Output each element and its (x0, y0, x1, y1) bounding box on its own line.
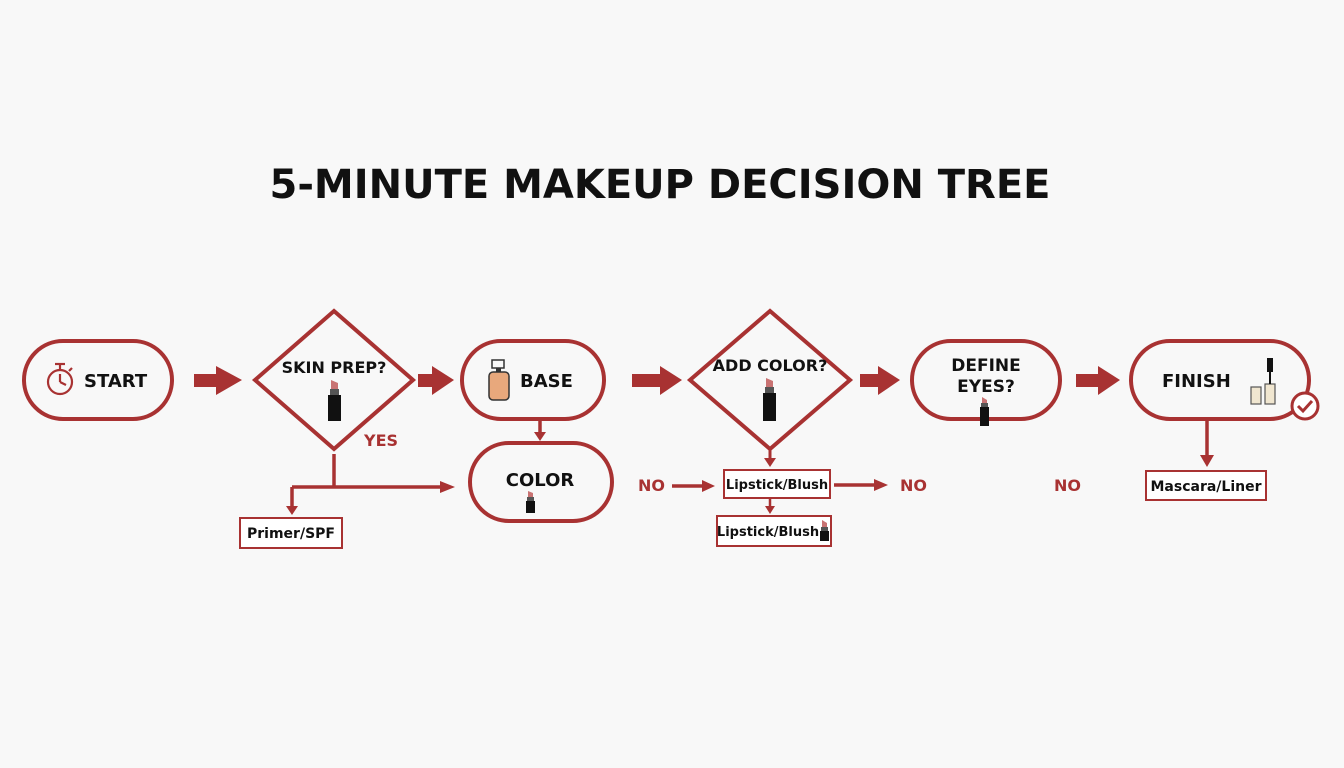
check-circle-icon (1290, 391, 1320, 421)
arrow-lipstick-to-no-2 (834, 479, 888, 491)
lipstick-icon (980, 397, 989, 426)
node-define-eyes-label-line1: DEFINE (951, 356, 1021, 376)
node-define-eyes-label-line2: EYES? (957, 377, 1015, 397)
stopwatch-icon (46, 362, 74, 396)
mascara-icon (1250, 358, 1276, 405)
box-lipstick-blush-2-label: Lipstick/Blush (717, 525, 819, 540)
node-start-label: START (84, 371, 148, 392)
arrow-skinprep-to-base (418, 366, 454, 395)
node-finish-label: FINISH (1162, 371, 1231, 392)
node-color[interactable]: COLOR (468, 441, 614, 523)
arrow-addcolor-to-defineeyes (860, 366, 900, 395)
arrow-base-to-addcolor (632, 366, 682, 395)
edge-label-no-1: NO (638, 476, 665, 495)
decision-skin-prep-label: SKIN PREP? (282, 358, 387, 377)
box-lipstick-blush-1-label: Lipstick/Blush (726, 478, 828, 493)
node-start[interactable]: START (22, 339, 174, 421)
lipstick-icon (763, 378, 776, 421)
box-mascara-liner-label: Mascara/Liner (1150, 479, 1261, 495)
arrow-defineeyes-to-finish (1076, 366, 1120, 395)
foundation-bottle-icon (488, 359, 510, 401)
edge-label-yes: YES (363, 431, 398, 450)
arrow-start-to-skinprep (194, 366, 242, 395)
edge-label-no-2: NO (900, 476, 927, 495)
decision-add-color[interactable]: ADD COLOR? (686, 308, 854, 452)
decision-add-color-label: ADD COLOR? (713, 356, 828, 375)
node-color-label: COLOR (506, 470, 575, 491)
node-finish[interactable]: FINISH (1129, 339, 1320, 421)
arrow-base-to-color (534, 419, 546, 441)
arrowhead-to-color (440, 481, 455, 493)
arrow-finish-to-mascara (1200, 419, 1214, 467)
box-mascara-liner[interactable]: Mascara/Liner (1145, 470, 1267, 501)
arrow-no-to-lipstick-blush (672, 480, 715, 492)
arrow-addcolor-to-lipstick (764, 449, 776, 467)
edge-label-no-3: NO (1054, 476, 1081, 495)
box-primer-spf-label: Primer/SPF (247, 526, 335, 542)
node-base-label: BASE (520, 371, 573, 392)
arrowhead-to-primer (286, 506, 298, 515)
decision-skin-prep[interactable]: SKIN PREP? (251, 308, 417, 452)
lipstick-icon (820, 520, 829, 541)
lipstick-icon (328, 380, 341, 421)
lipstick-icon (526, 491, 535, 513)
node-base[interactable]: BASE (460, 339, 606, 421)
connector-skinprep-branch (290, 454, 440, 507)
box-lipstick-blush-2[interactable]: Lipstick/Blush (716, 515, 832, 547)
box-lipstick-blush-1[interactable]: Lipstick/Blush (723, 469, 831, 499)
arrow-lipstick1-to-lipstick2 (765, 498, 775, 514)
node-define-eyes[interactable]: DEFINE EYES? (910, 339, 1062, 426)
page-title: 5-MINUTE MAKEUP DECISION TREE (269, 162, 1050, 208)
box-primer-spf[interactable]: Primer/SPF (239, 517, 343, 549)
